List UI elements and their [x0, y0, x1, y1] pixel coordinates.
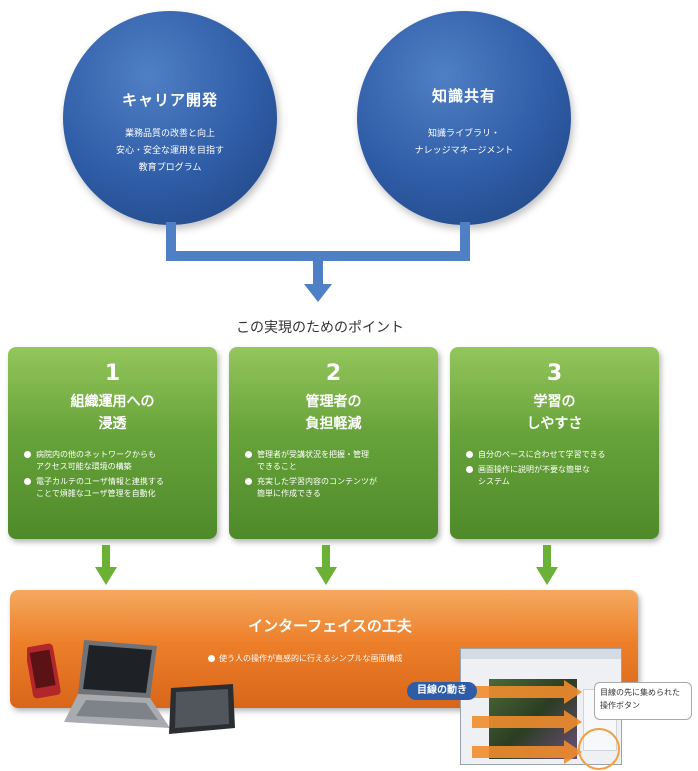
bullet-icon — [466, 466, 473, 473]
circle-title: 知識共有 — [431, 87, 496, 105]
connector-down — [313, 251, 323, 286]
bullet-text: 充実した学習内容のコンテンツが — [257, 477, 377, 486]
bullet-icon — [24, 478, 31, 485]
bullet-text: 簡単に作成できる — [257, 489, 321, 498]
list-item: 充実した学習内容のコンテンツが 簡単に作成できる — [245, 476, 430, 500]
laptop-icon — [64, 640, 170, 728]
bullet-text: 電子カルテのユーザ情報と連携する — [36, 477, 164, 486]
circle-text-line: 知識ライブラリ・ — [427, 129, 500, 139]
knowledge-sharing-circle: 知識共有 知識ライブラリ・ ナレッジマネージメント — [357, 11, 571, 225]
bullet-icon — [245, 451, 252, 458]
down-arrow-icon — [95, 545, 117, 585]
eye-movement-arrows — [472, 680, 582, 764]
bullet-text: 自分のペースに合わせて学習できる — [478, 450, 606, 459]
interface-bullet: 使う人の操作が直感的に行えるシンプルな画面構成 — [208, 653, 403, 664]
point-number: 1 — [104, 361, 121, 386]
point-title-line: 負担軽減 — [305, 416, 362, 432]
bullet-text: 病院内の他のネットワークからも — [36, 450, 156, 459]
interface-title: インターフェイスの工夫 — [248, 617, 412, 635]
down-arrow-icon — [304, 284, 332, 302]
list-item: 自分のペースに合わせて学習できる — [466, 449, 651, 461]
point-title-line: 浸透 — [98, 416, 127, 432]
callout: 目線の先に集められた 操作ボタン — [594, 682, 692, 720]
circle-text-line: 業務品質の改善と向上 — [124, 129, 215, 139]
circle-text-line: ナレッジマネージメント — [414, 146, 514, 156]
point-box-1: 1 組織運用への 浸透 病院内の他のネットワークからも アクセス可能な環境の構築… — [8, 347, 217, 539]
bullet-text: システム — [478, 477, 510, 486]
list-item: 管理者が受講状況を把握・管理 できること — [245, 449, 430, 473]
highlight-circle — [578, 728, 620, 770]
bullet-text: 使う人の操作が直感的に行えるシンプルな画面構成 — [219, 654, 403, 663]
list-item: 画面操作に説明が不要な簡単な システム — [466, 464, 651, 488]
bullet-text: アクセス可能な環境の構築 — [36, 462, 132, 471]
point-number: 2 — [325, 361, 342, 386]
bullet-text: 管理者が受講状況を把握・管理 — [257, 450, 369, 459]
list-item: 病院内の他のネットワークからも アクセス可能な環境の構築 — [24, 449, 209, 473]
career-development-circle: キャリア開発 業務品質の改善と向上 安心・安全な運用を目指す 教育プログラム — [63, 11, 277, 225]
tablet-icon — [169, 684, 235, 734]
callout-text: 目線の先に集められた — [600, 688, 680, 697]
points-heading: この実現のためのポイント — [236, 320, 404, 336]
down-arrow-icon — [315, 545, 337, 585]
point-title-line: しやすさ — [526, 416, 583, 432]
down-arrow-icon — [536, 545, 558, 585]
bullet-icon — [24, 451, 31, 458]
point-box-2: 2 管理者の 負担軽減 管理者が受講状況を把握・管理 できること 充実した学習内… — [229, 347, 438, 539]
circle-title: キャリア開発 — [121, 91, 218, 109]
bullet-text: できること — [257, 462, 297, 471]
circle-text-line: 教育プログラム — [138, 163, 202, 173]
bullet-text: ことで煩雑なユーザ管理を自動化 — [36, 489, 156, 498]
bullet-text: 画面操作に説明が不要な簡単な — [478, 465, 590, 474]
bullet-icon — [466, 451, 473, 458]
smartphone-icon — [27, 643, 61, 699]
callout-text: 操作ボタン — [600, 701, 640, 710]
connector-left-vertical — [166, 222, 176, 260]
list-item: 電子カルテのユーザ情報と連携する ことで煩雑なユーザ管理を自動化 — [24, 476, 209, 500]
point-title-line: 組織運用への — [70, 394, 155, 410]
bullet-icon — [245, 478, 252, 485]
point-number: 3 — [546, 361, 563, 386]
circle-text-line: 安心・安全な運用を目指す — [115, 146, 224, 156]
point-box-3: 3 学習の しやすさ 自分のペースに合わせて学習できる 画面操作に説明が不要な簡… — [450, 347, 659, 539]
bullet-icon — [208, 655, 215, 662]
eye-movement-label: 目線の動き — [407, 682, 477, 700]
point-title-line: 管理者の — [305, 394, 362, 410]
connector-right-vertical — [460, 222, 470, 260]
point-title-line: 学習の — [533, 394, 576, 410]
